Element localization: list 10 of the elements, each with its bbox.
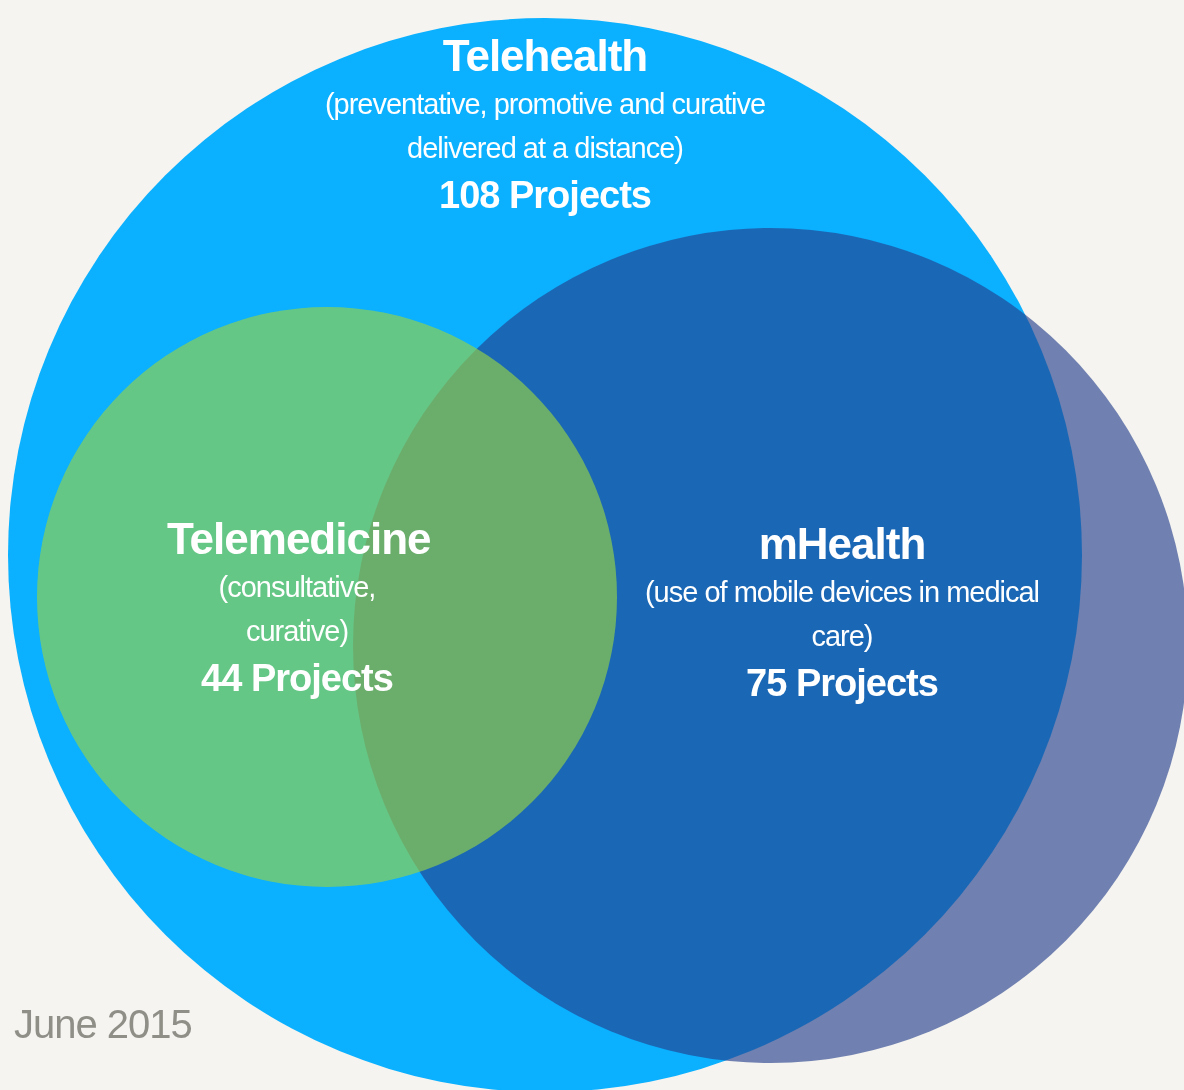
circle-description: (consultative, curative) <box>217 570 377 649</box>
circle-title: Telemedicine <box>167 513 431 565</box>
project-count: 108 Projects <box>439 173 651 218</box>
project-count: 75 Projects <box>746 661 938 706</box>
project-count: 44 Projects <box>201 656 393 701</box>
circle-description: (preventative, promotive and curative delivered at a distance) <box>323 87 767 166</box>
circle-description: (use of mobile devices in medical care) <box>643 575 1041 654</box>
circle-title: Telehealth <box>442 30 648 82</box>
circle-title: mHealth <box>758 518 926 570</box>
date-label: June 2015 <box>14 1002 192 1047</box>
